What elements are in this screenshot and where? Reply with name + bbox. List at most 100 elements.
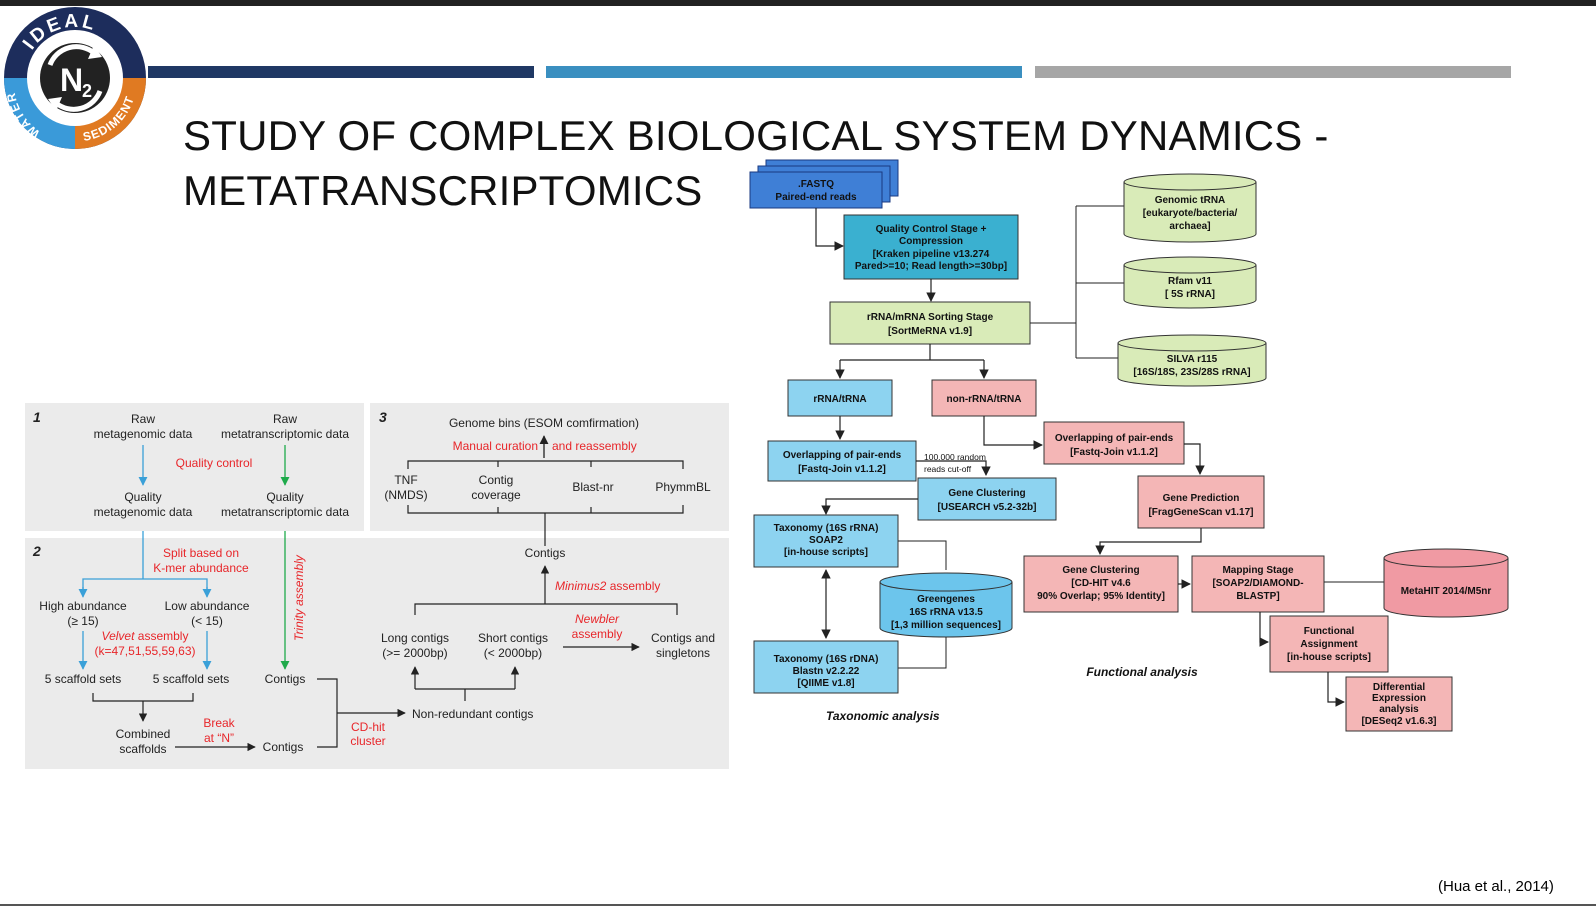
blast-nr-label: Blast-nr [572, 480, 613, 494]
break-label: Break [203, 716, 235, 730]
tax-blastn-line: [QIIME v1.8] [797, 678, 854, 689]
quality-meta-label: Quality [124, 490, 161, 504]
gene-pred-line: Gene Prediction [1163, 493, 1240, 504]
minimus-label: Minimus2 assembly [555, 579, 660, 593]
genome-bins-label: Genome bins (ESOM comfirmation) [449, 416, 639, 430]
qc-line: Quality Control Stage + [876, 224, 987, 235]
qc-box [843, 214, 1019, 280]
func-line: Functional [1304, 626, 1355, 637]
sorting-line: rRNA/mRNA Sorting Stage [867, 312, 994, 323]
velvet-label: Velvet assembly [102, 629, 189, 643]
header-band-blue [546, 66, 1022, 78]
quality-meta-label: metagenomic data [94, 505, 193, 519]
panel-1-number: 1 [33, 409, 41, 425]
cdhit-label: cluster [350, 734, 385, 748]
top-border [0, 0, 1596, 6]
func-line: [in-house scripts] [1287, 652, 1371, 663]
reassembly-label: and reassembly [552, 439, 637, 453]
manual-curation-label: Manual curation [453, 439, 538, 453]
cylinder-top [1123, 256, 1257, 274]
mapping-line: Mapping Stage [1222, 565, 1294, 576]
mapping-line: BLASTP] [1236, 591, 1279, 602]
panel-2-bg [25, 538, 729, 769]
phymmbl-label: PhymmBL [655, 480, 711, 494]
tax-blastn-line: Blastn v2.2.22 [793, 666, 860, 677]
arrow-overlap-pink [983, 416, 1043, 450]
arrow-diff [1327, 672, 1345, 707]
metahit-label: MetaHIT 2014/M5nr [1401, 586, 1492, 597]
metahit-cylinder [1383, 558, 1509, 618]
mapping-box [1191, 555, 1325, 613]
greengenes-line: 16S rRNA v13.5 [909, 607, 983, 618]
panel-3-number: 3 [379, 409, 387, 425]
scaffold-sets-1: 5 scaffold sets [45, 672, 122, 686]
split-label: K-mer abundance [153, 561, 249, 575]
raw-meta-label: Raw [131, 412, 155, 426]
taxonomy-16s-box [753, 514, 899, 568]
slide-title: STUDY OF COMPLEX BIOLOGICAL SYSTEM DYNAM… [183, 108, 1383, 218]
combined-scaffolds-label: Combined [116, 727, 171, 741]
scaffold-sets-2: 5 scaffold sets [153, 672, 230, 686]
fastq-box [749, 171, 883, 209]
singletons-label: Contigs and [651, 631, 715, 645]
greengenes-cylinder [879, 582, 1013, 638]
tax16s-line: [in-house scripts] [784, 547, 868, 558]
trinity-label: Trinity assembly [292, 554, 306, 641]
slide-title-line2: METATRANSCRIPTOMICS [183, 167, 703, 214]
citation: (Hua et al., 2014) [1438, 878, 1554, 895]
contig-coverage-label: Contig [479, 473, 514, 487]
header-band-gray [1035, 66, 1511, 78]
arrow-fastq-qc [815, 208, 844, 251]
assembly-pipeline-diagram: 1 Raw metagenomic data Raw metatranscrip… [25, 403, 729, 769]
logo-n: N [60, 62, 83, 98]
tnf-label: (NMDS) [384, 488, 427, 502]
arrow-gene-pred [1184, 443, 1205, 475]
genomic-trna-line: archaea] [1169, 221, 1210, 232]
high-abundance-label: High abundance [39, 599, 127, 613]
gene-prediction-box [1137, 475, 1265, 529]
contig-coverage-label: coverage [471, 488, 521, 502]
raw-meta-label: metagenomic data [94, 427, 193, 441]
tnf-label: TNF [394, 473, 417, 487]
low-abundance-label: Low abundance [165, 599, 250, 613]
arrow-func [1259, 612, 1269, 647]
tax-blastn-line: Taxonomy (16S rDNA) [774, 654, 879, 665]
overlap-pink-box [1043, 421, 1185, 465]
diff-line: analysis [1379, 704, 1419, 715]
rfam-line: Rfam v11 [1168, 276, 1212, 287]
gene-clust-blue-line: [USEARCH v5.2-32b] [938, 502, 1037, 513]
taxonomy-blastn-box [753, 640, 899, 694]
rfam-line: [ 5S rRNA] [1165, 289, 1215, 300]
overlap-pink-line: [Fastq-Join v1.1.2] [1070, 447, 1158, 458]
greengenes-line: [1,3 million sequences] [891, 620, 1001, 631]
tax16s-line: SOAP2 [809, 535, 843, 546]
cdhit-label: CD-hit [351, 720, 386, 734]
contigs-top-label: Contigs [525, 546, 566, 560]
panel-3-bg [370, 403, 729, 531]
low-abundance-label: (< 15) [191, 614, 223, 628]
overlap-blue-line: [Fastq-Join v1.1.2] [798, 464, 886, 475]
gene-pred-line: [FragGeneScan v1.17] [1148, 507, 1253, 518]
gene-clustering-pink-box [1023, 555, 1179, 613]
quality-control-label: Quality control [176, 456, 253, 470]
tax16s-line: Taxonomy (16S rRNA) [774, 523, 879, 534]
overlap-blue-line: Overlapping of pair-ends [783, 450, 902, 461]
ideal-water-sediment-logo: N 2 IDEAL WATER SEDIMENT [4, 7, 146, 149]
non-rrna-label: non-rRNA/tRNA [947, 394, 1022, 405]
contigs-break-label: Contigs [263, 740, 304, 754]
rrna-box [787, 379, 893, 417]
silva-cylinder [1117, 343, 1267, 387]
functional-assignment-box [1269, 615, 1389, 673]
cycle-arrowhead-icon [48, 97, 62, 111]
connector [898, 540, 947, 570]
gene-clust-blue-line: Gene Clustering [948, 488, 1025, 499]
non-redundant-label: Non-redundant contigs [412, 707, 533, 721]
silva-line: SILVA r115 [1167, 354, 1218, 365]
bottom-border [0, 904, 1596, 906]
connector [898, 637, 947, 669]
combined-scaffolds-label: scaffolds [119, 742, 166, 756]
long-contigs-label: (>= 2000bp) [382, 646, 447, 660]
sorting-box [829, 301, 1031, 345]
bracket-top [407, 460, 684, 469]
differential-expression-box [1345, 676, 1453, 732]
